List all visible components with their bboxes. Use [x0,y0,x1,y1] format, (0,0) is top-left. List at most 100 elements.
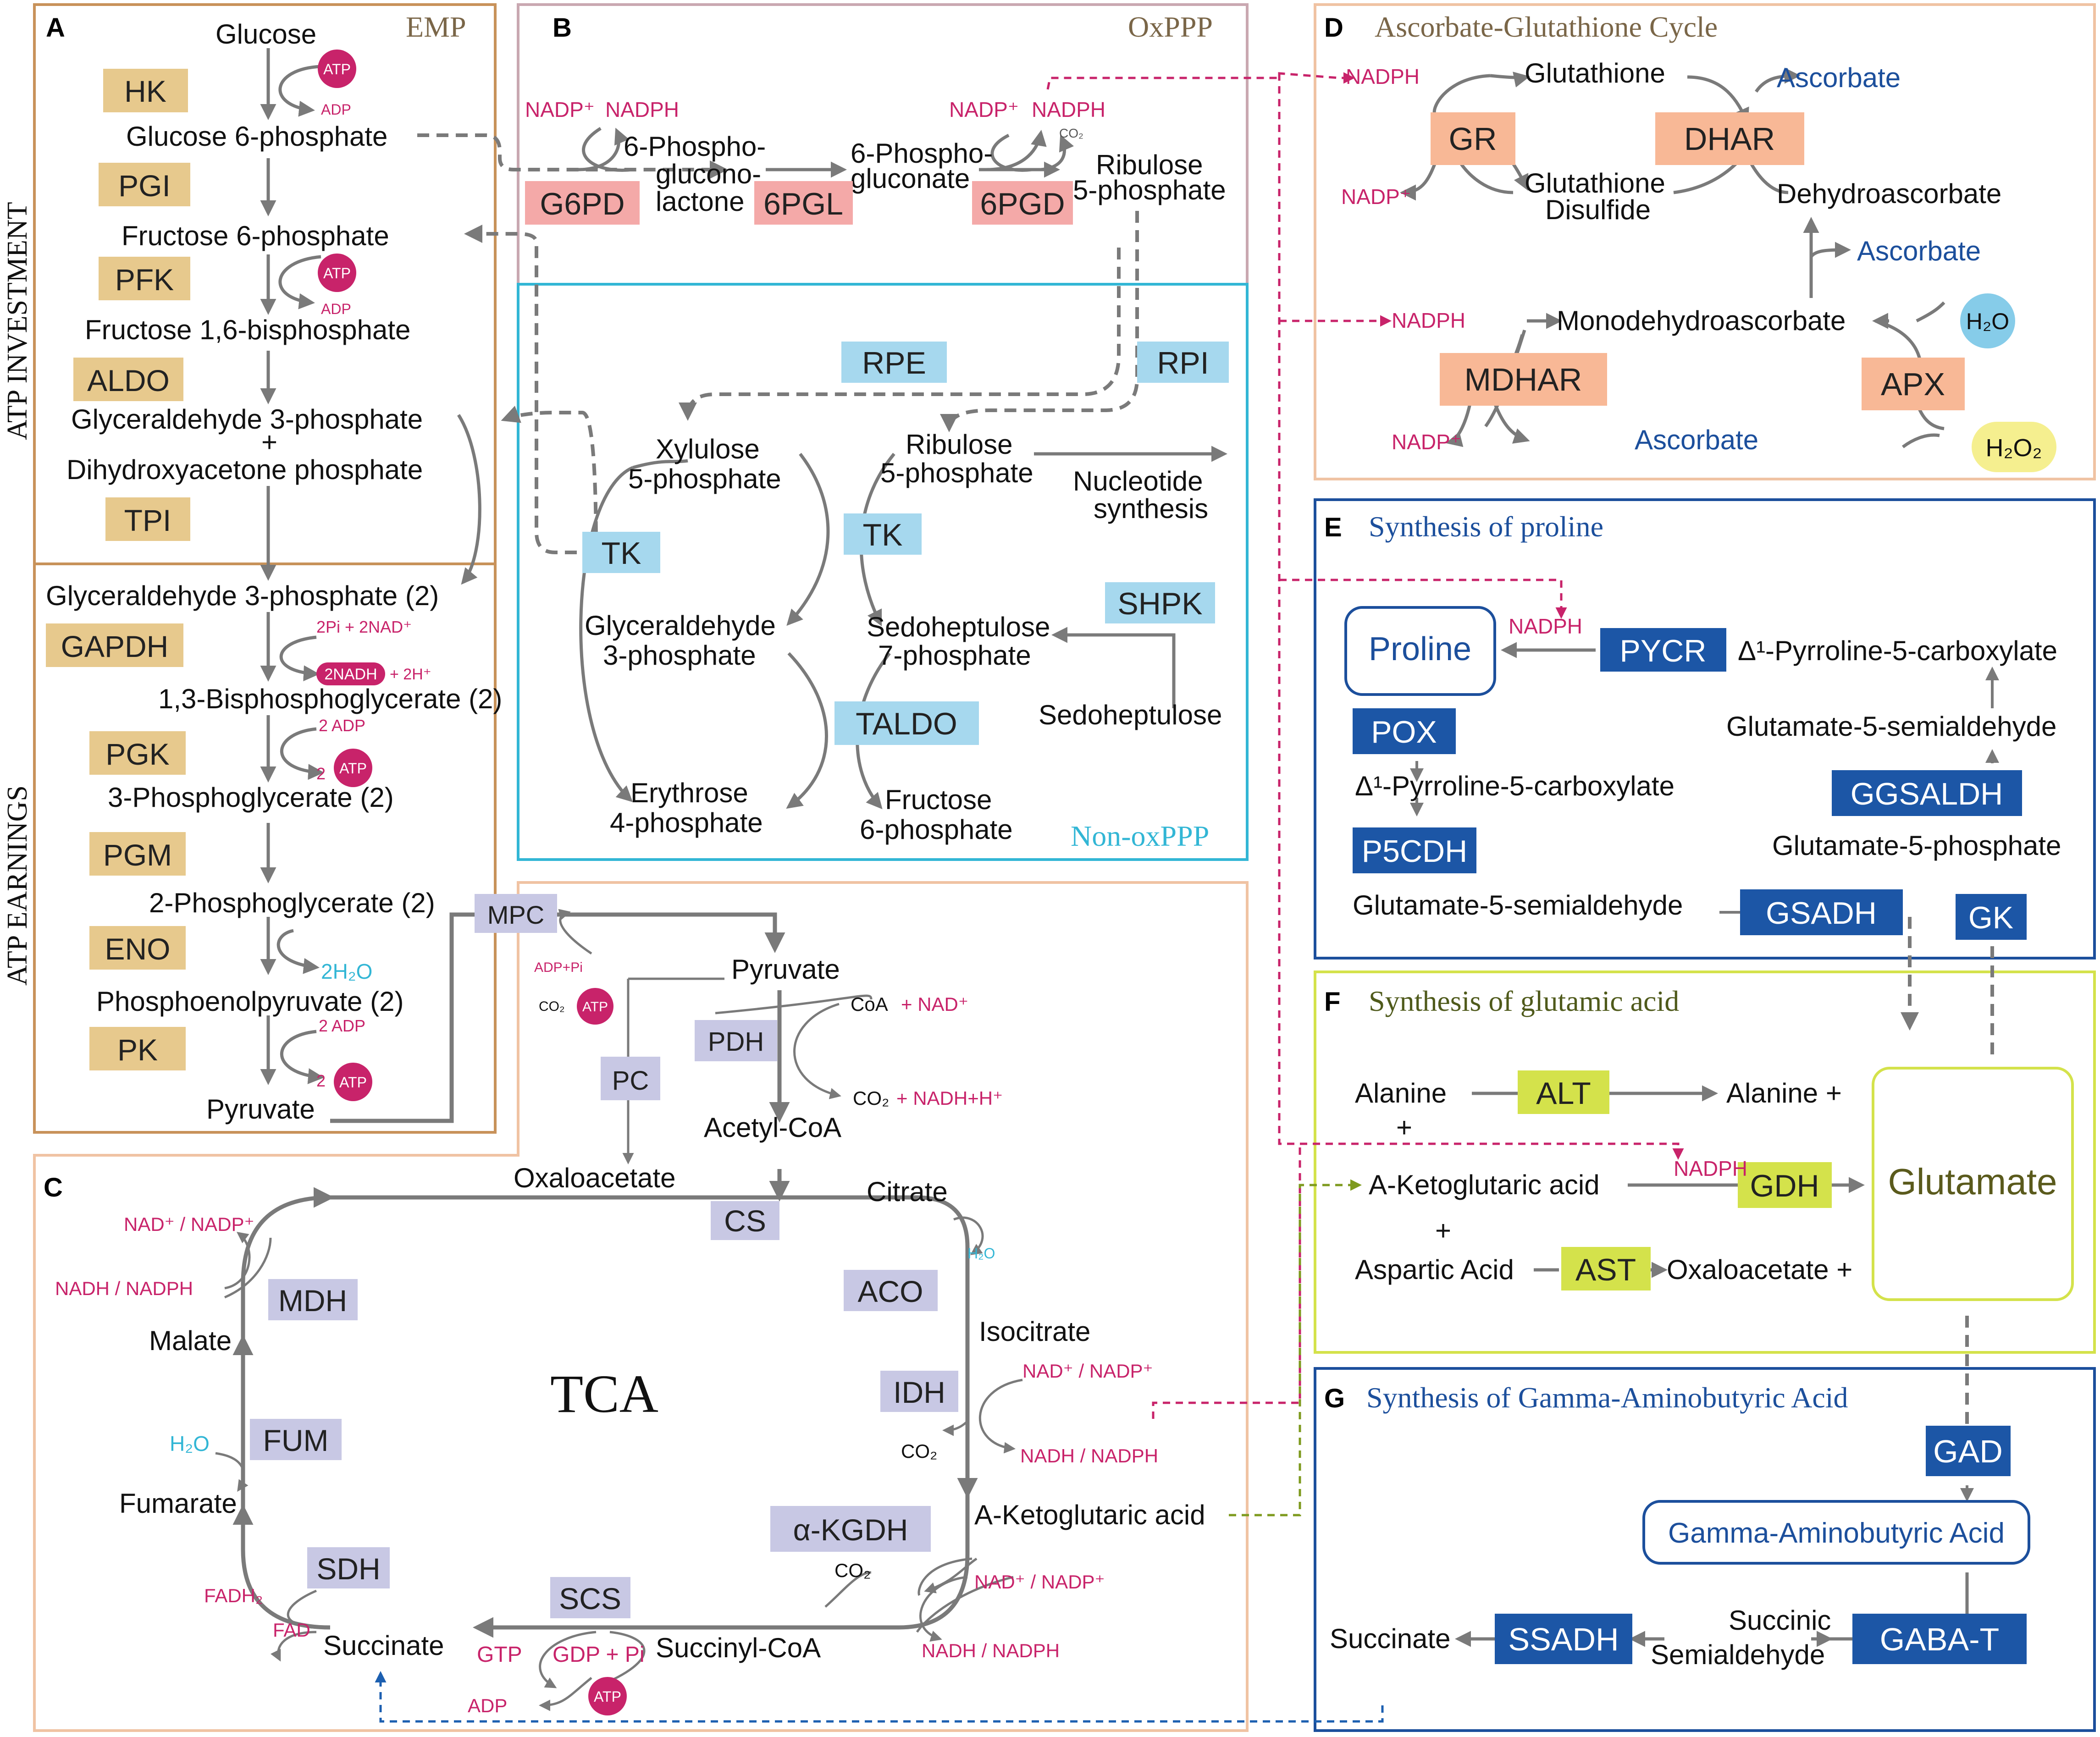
metabolite-6pgl-1: 6-Phospho- [624,131,766,162]
enzyme-mdh: MDH [278,1284,347,1318]
panel-f-border [1314,971,2096,1354]
enzyme-tk: TK [602,536,641,571]
panel-f-title: Synthesis of glutamic acid [1369,985,1679,1017]
enzyme-idh: IDH [893,1375,945,1409]
metabolite-2pg: 2-Phosphoglycerate (2) [149,888,435,918]
enzyme-mpc: MPC [487,900,544,929]
metabolite-semialdehyde: Semialdehyde [1651,1639,1825,1670]
enzyme-aldo: ALDO [87,364,170,397]
h2o-badge [1960,293,2015,348]
nadh-nadph-label: NADH / NADPH [1020,1445,1158,1467]
enzyme-g6pd: G6PD [540,187,624,221]
metabolite-aspartic: Aspartic Acid [1355,1254,1514,1285]
enzyme-mpc-box [475,894,557,933]
enzyme-pgm-box [89,832,186,876]
enzyme-ggsaldh: GGSALDH [1851,777,2003,811]
panel-b-letter: B [553,13,572,43]
enzyme-pox-box [1353,708,1456,754]
ascorbate-metabolites: Glutathione Ascorbate Glutathione Disulf… [1525,58,2056,472]
metabolite-6pgl-3: lactone [656,186,744,217]
enzyme-pc: PC [612,1066,649,1096]
enzyme-g6pd-box [525,181,640,225]
atp-badge [318,254,356,292]
metabolite-e4p-2: 4-phosphate [610,807,763,838]
fadh2-label: FADH₂ [204,1585,263,1606]
pi-nad-label: 2Pi + 2NAD⁺ [316,618,412,636]
atp-label: ATP [323,265,351,281]
enzyme-ssadh: SSADH [1508,1621,1619,1657]
metabolite-s7p-2: 7-phosphate [878,640,1031,671]
gaba-box [1642,1500,2030,1565]
enzyme-aco-box [844,1270,938,1311]
metabolite-pep: Phosphoenolpyruvate (2) [96,986,403,1017]
enzyme-pgk: PGK [105,737,169,771]
adp-label: ADP [468,1695,507,1716]
h2o-label: H₂O [967,1245,995,1262]
panel-a-earnings-border [33,562,497,1134]
enzyme-rpi: RPI [1157,346,1209,380]
enzyme-taldo: TALDO [856,706,957,741]
enzyme-pk: PK [117,1033,158,1067]
enzyme-ssadh-box [1495,1614,1632,1664]
enzyme-6pgl: 6PGL [763,187,843,221]
enzyme-pfk: PFK [115,263,174,297]
enzyme-gad-box [1926,1426,2011,1476]
enzyme-ggsaldh-box [1832,770,2022,816]
nadh-label: 2NADH [324,666,377,683]
enzyme-gsadh: GSADH [1766,896,1877,931]
metabolite-citrate: Citrate [867,1176,948,1207]
panel-c-border [33,881,1249,1732]
atp-label: ATP [323,61,351,77]
metabolite-g5sa: Glutamate-5-semialdehyde [1726,711,2056,742]
enzyme-6pgd: 6PGD [980,187,1065,221]
adp-label: ADP [321,101,351,118]
metabolite-disulfide: Disulfide [1545,194,1651,225]
gaba-panel: Gamma-Aminobutyric Acid Succinate Succin… [1330,1426,2030,1670]
proline-panel: Proline Δ¹-Pyrroline-5-carboxylate Gluta… [1344,606,2061,940]
metabolite-h2o: H₂O [1966,309,2009,334]
enzyme-dhar-box [1655,112,1804,165]
panel-d-border [1314,3,2096,480]
glutamate-box [1872,1067,2074,1301]
two-adp-label: 2 ADP [319,1016,365,1035]
enzyme-alt: ALT [1536,1076,1591,1111]
metabolite-glutathione: Glutathione [1525,58,1665,88]
enzyme-pfk-box [99,257,190,300]
panel-e-border [1314,498,2096,959]
metabolite-6pgl-2: glucono- [656,159,761,189]
nadh-nadph-label: NADH / NADPH [55,1278,193,1299]
panel-g-letter: G [1324,1384,1345,1413]
metabolite-succinate: Succinate [323,1630,444,1661]
nad-nadp-label: NAD⁺ / NADP⁺ [974,1571,1105,1593]
enzyme-shpk-box [1105,582,1215,623]
enzyme-pox: POX [1371,715,1437,750]
panel-b-title: OxPPP [1128,11,1213,43]
metabolite-p5c: Δ¹-Pyrroline-5-carboxylate [1738,635,2057,666]
metabolite-ribulose-5p-2: 5-phosphate [880,458,1033,488]
h2o-label: H₂O [170,1432,210,1456]
enzyme-gdh-box [1738,1162,1832,1208]
metabolite-sedoheptulose: Sedoheptulose [1039,700,1222,730]
metabolite-xylulose-1: Xylulose [656,434,760,464]
co2-label: CO₂ [853,1087,889,1109]
panel-g-border [1314,1367,2096,1732]
enzyme-aldo-box [73,358,183,401]
enzyme-pycr-box [1600,628,1726,672]
metabolite-nucleotide-2: synthesis [1094,493,1208,524]
ascorbate-cofactors: NADPH NADP⁺ NADPH NADP⁺ [1341,65,1465,454]
enzyme-idh-box [880,1371,958,1412]
coa-label: CoA [851,993,888,1015]
enzyme-pgi: PGI [118,169,171,203]
nadph-label: NADPH [1674,1157,1747,1180]
pentose-enzymes: G6PD 6PGL 6PGD RPE RPI TK TK SHPK TALDO [525,181,1229,745]
enzyme-rpe-box [841,342,947,383]
glutamate-label: Glutamate [1888,1161,2057,1202]
metabolite-ascorbate: Ascorbate [1777,62,1901,93]
enzyme-gr: GR [1449,121,1497,157]
nadp-label: NADP⁺ [949,98,1019,121]
nadph-label: NADPH [1392,309,1465,332]
enzyme-rpe: RPE [862,346,926,380]
two-adp-label: 2 ADP [319,716,365,735]
